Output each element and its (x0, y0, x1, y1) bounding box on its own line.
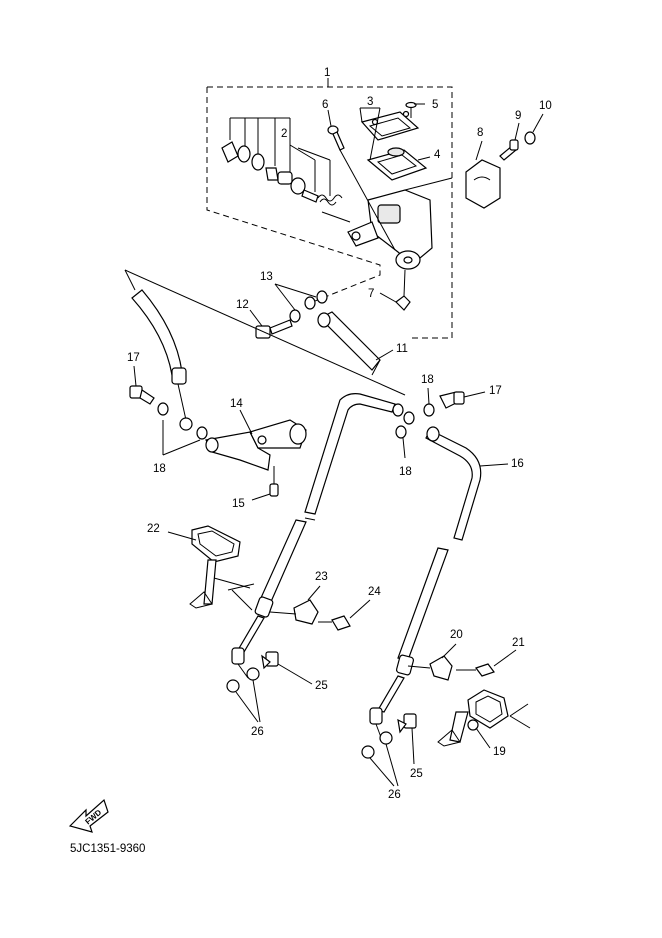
bolt-21 (456, 649, 517, 677)
callout-2: 2 (281, 128, 287, 140)
callout-lines-2 (229, 117, 331, 196)
guide-line-end (124, 269, 136, 291)
hose-lower-right (369, 547, 449, 741)
bolt-17-left (129, 365, 155, 405)
piston-kit (221, 141, 351, 223)
fwd-arrow-icon (68, 798, 109, 833)
bolt-9 (499, 122, 520, 161)
callout-8: 8 (477, 127, 483, 139)
diagram-code: 5JC1351-9360 (70, 843, 145, 855)
callout-24: 24 (368, 586, 381, 598)
bolt-6 (327, 125, 396, 251)
callout-labels: 1 2 3 4 5 6 7 8 9 10 11 12 13 14 15 16 1… (127, 67, 552, 801)
callout-18-lower: 18 (399, 466, 412, 478)
master-cylinder-body (347, 177, 453, 270)
washers-18-right (395, 387, 435, 459)
washers-26-left (226, 667, 261, 723)
callout-lines-top (327, 78, 431, 161)
callout-3: 3 (367, 96, 373, 108)
callout-19: 19 (493, 746, 506, 758)
callout-25-right: 25 (410, 768, 423, 780)
callout-25-left: 25 (315, 680, 328, 692)
bracket-22 (167, 525, 255, 611)
bolt-25-right (397, 713, 417, 765)
callout-26-right: 26 (388, 789, 401, 801)
callout-18-upper: 18 (421, 374, 434, 386)
washers-26-right (361, 731, 399, 787)
callout-11: 11 (396, 343, 408, 355)
washer-10 (524, 113, 544, 145)
callout-6: 6 (322, 99, 328, 111)
callout-26-left: 26 (251, 726, 264, 738)
hose-16 (403, 411, 509, 541)
reservoir-cap (360, 110, 428, 181)
joint-14 (205, 409, 307, 471)
bolt-17-right (439, 391, 486, 409)
guide-line (124, 269, 406, 396)
bracket-19 (437, 689, 531, 749)
clamp-20 (407, 643, 457, 681)
callout-16: 16 (511, 458, 524, 470)
clamp-23 (269, 585, 321, 625)
holder-8 (465, 140, 501, 209)
part-7 (379, 269, 411, 311)
hose-lower-left (231, 519, 307, 679)
callout-22: 22 (147, 523, 160, 535)
hose-11 (317, 311, 394, 376)
callout-20: 20 (450, 629, 463, 641)
bolt-24 (318, 599, 371, 631)
callout-15: 15 (232, 498, 245, 510)
callout-12: 12 (236, 299, 249, 311)
callout-10: 10 (539, 100, 552, 112)
washers-13 (274, 283, 328, 323)
callout-18-left: 18 (153, 463, 166, 475)
callout-9: 9 (515, 110, 521, 122)
callout-14: 14 (230, 398, 243, 410)
hose-left-upper (131, 289, 193, 431)
callout-17-right: 17 (489, 385, 502, 397)
callout-23: 23 (315, 571, 328, 583)
callout-7: 7 (368, 288, 374, 300)
callout-1: 1 (324, 67, 330, 79)
bolt-12 (249, 309, 293, 339)
hose-center-loop (304, 393, 404, 521)
callout-5: 5 (432, 99, 438, 111)
bolt-15 (251, 466, 279, 501)
bolt-25-left (261, 651, 313, 685)
callout-4: 4 (434, 149, 441, 161)
callout-13: 13 (260, 271, 273, 283)
washers-18-left (157, 402, 208, 456)
assembly-box (206, 86, 453, 339)
callout-17-left: 17 (127, 352, 140, 364)
screw-5 (405, 101, 417, 118)
callout-21: 21 (512, 637, 525, 649)
